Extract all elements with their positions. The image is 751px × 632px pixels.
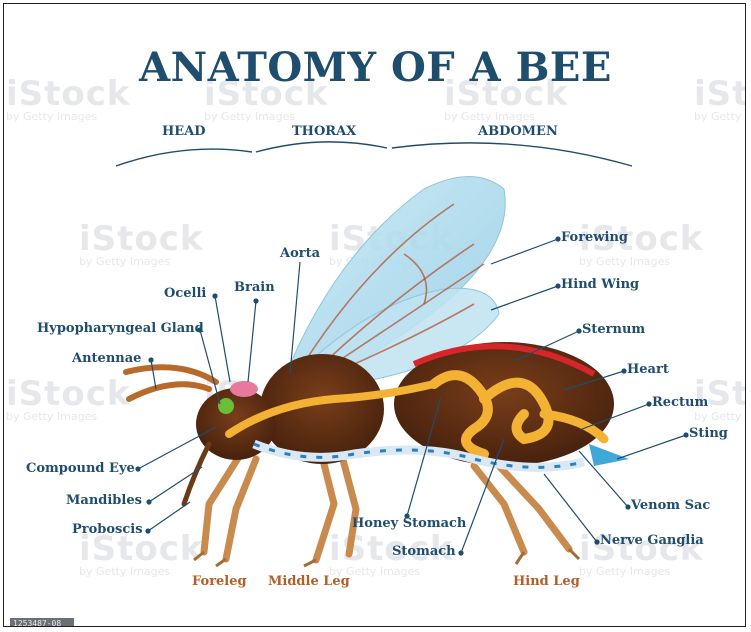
label-hind-leg: Hind Leg xyxy=(513,574,580,589)
brain xyxy=(230,381,258,397)
diagram-title: ANATOMY OF A BEE xyxy=(4,44,746,91)
label-proboscis: Proboscis xyxy=(72,522,143,537)
label-compound-eye: Compound Eye xyxy=(26,461,135,476)
label-rectum: Rectum xyxy=(652,395,708,410)
label-forewing: Forewing xyxy=(561,230,628,245)
label-sting: Sting xyxy=(689,426,728,441)
label-honey-stomach: Honey Stomach xyxy=(352,516,466,531)
label-middle-leg: Middle Leg xyxy=(268,574,350,589)
label-nerve-ganglia: Nerve Ganglia xyxy=(600,533,704,548)
label-brain: Brain xyxy=(234,280,275,295)
image-id-badge: 1253487-08 xyxy=(10,618,74,627)
label-aorta: Aorta xyxy=(280,246,320,261)
label-ocelli: Ocelli xyxy=(164,286,206,301)
diagram-frame: iStockby Getty Images iStockby Getty Ima… xyxy=(3,3,746,627)
section-brackets xyxy=(116,142,632,166)
section-label-abdomen: ABDOMEN xyxy=(478,124,558,139)
label-sternum: Sternum xyxy=(582,322,645,337)
label-antennae: Antennae xyxy=(72,351,141,366)
label-venom-sac: Venom Sac xyxy=(631,498,710,513)
label-stomach: Stomach xyxy=(392,544,456,559)
label-heart: Heart xyxy=(627,362,669,377)
antennae xyxy=(126,367,216,399)
label-hind-wing: Hind Wing xyxy=(561,277,639,292)
label-mandibles: Mandibles xyxy=(66,493,142,508)
label-hypopharyngeal-gland: Hypopharyngeal Gland xyxy=(37,321,204,336)
section-label-thorax: THORAX xyxy=(292,124,356,139)
compound-eye xyxy=(218,398,234,414)
section-label-head: HEAD xyxy=(162,124,206,139)
sting xyxy=(589,444,629,466)
label-foreleg: Foreleg xyxy=(192,574,247,589)
